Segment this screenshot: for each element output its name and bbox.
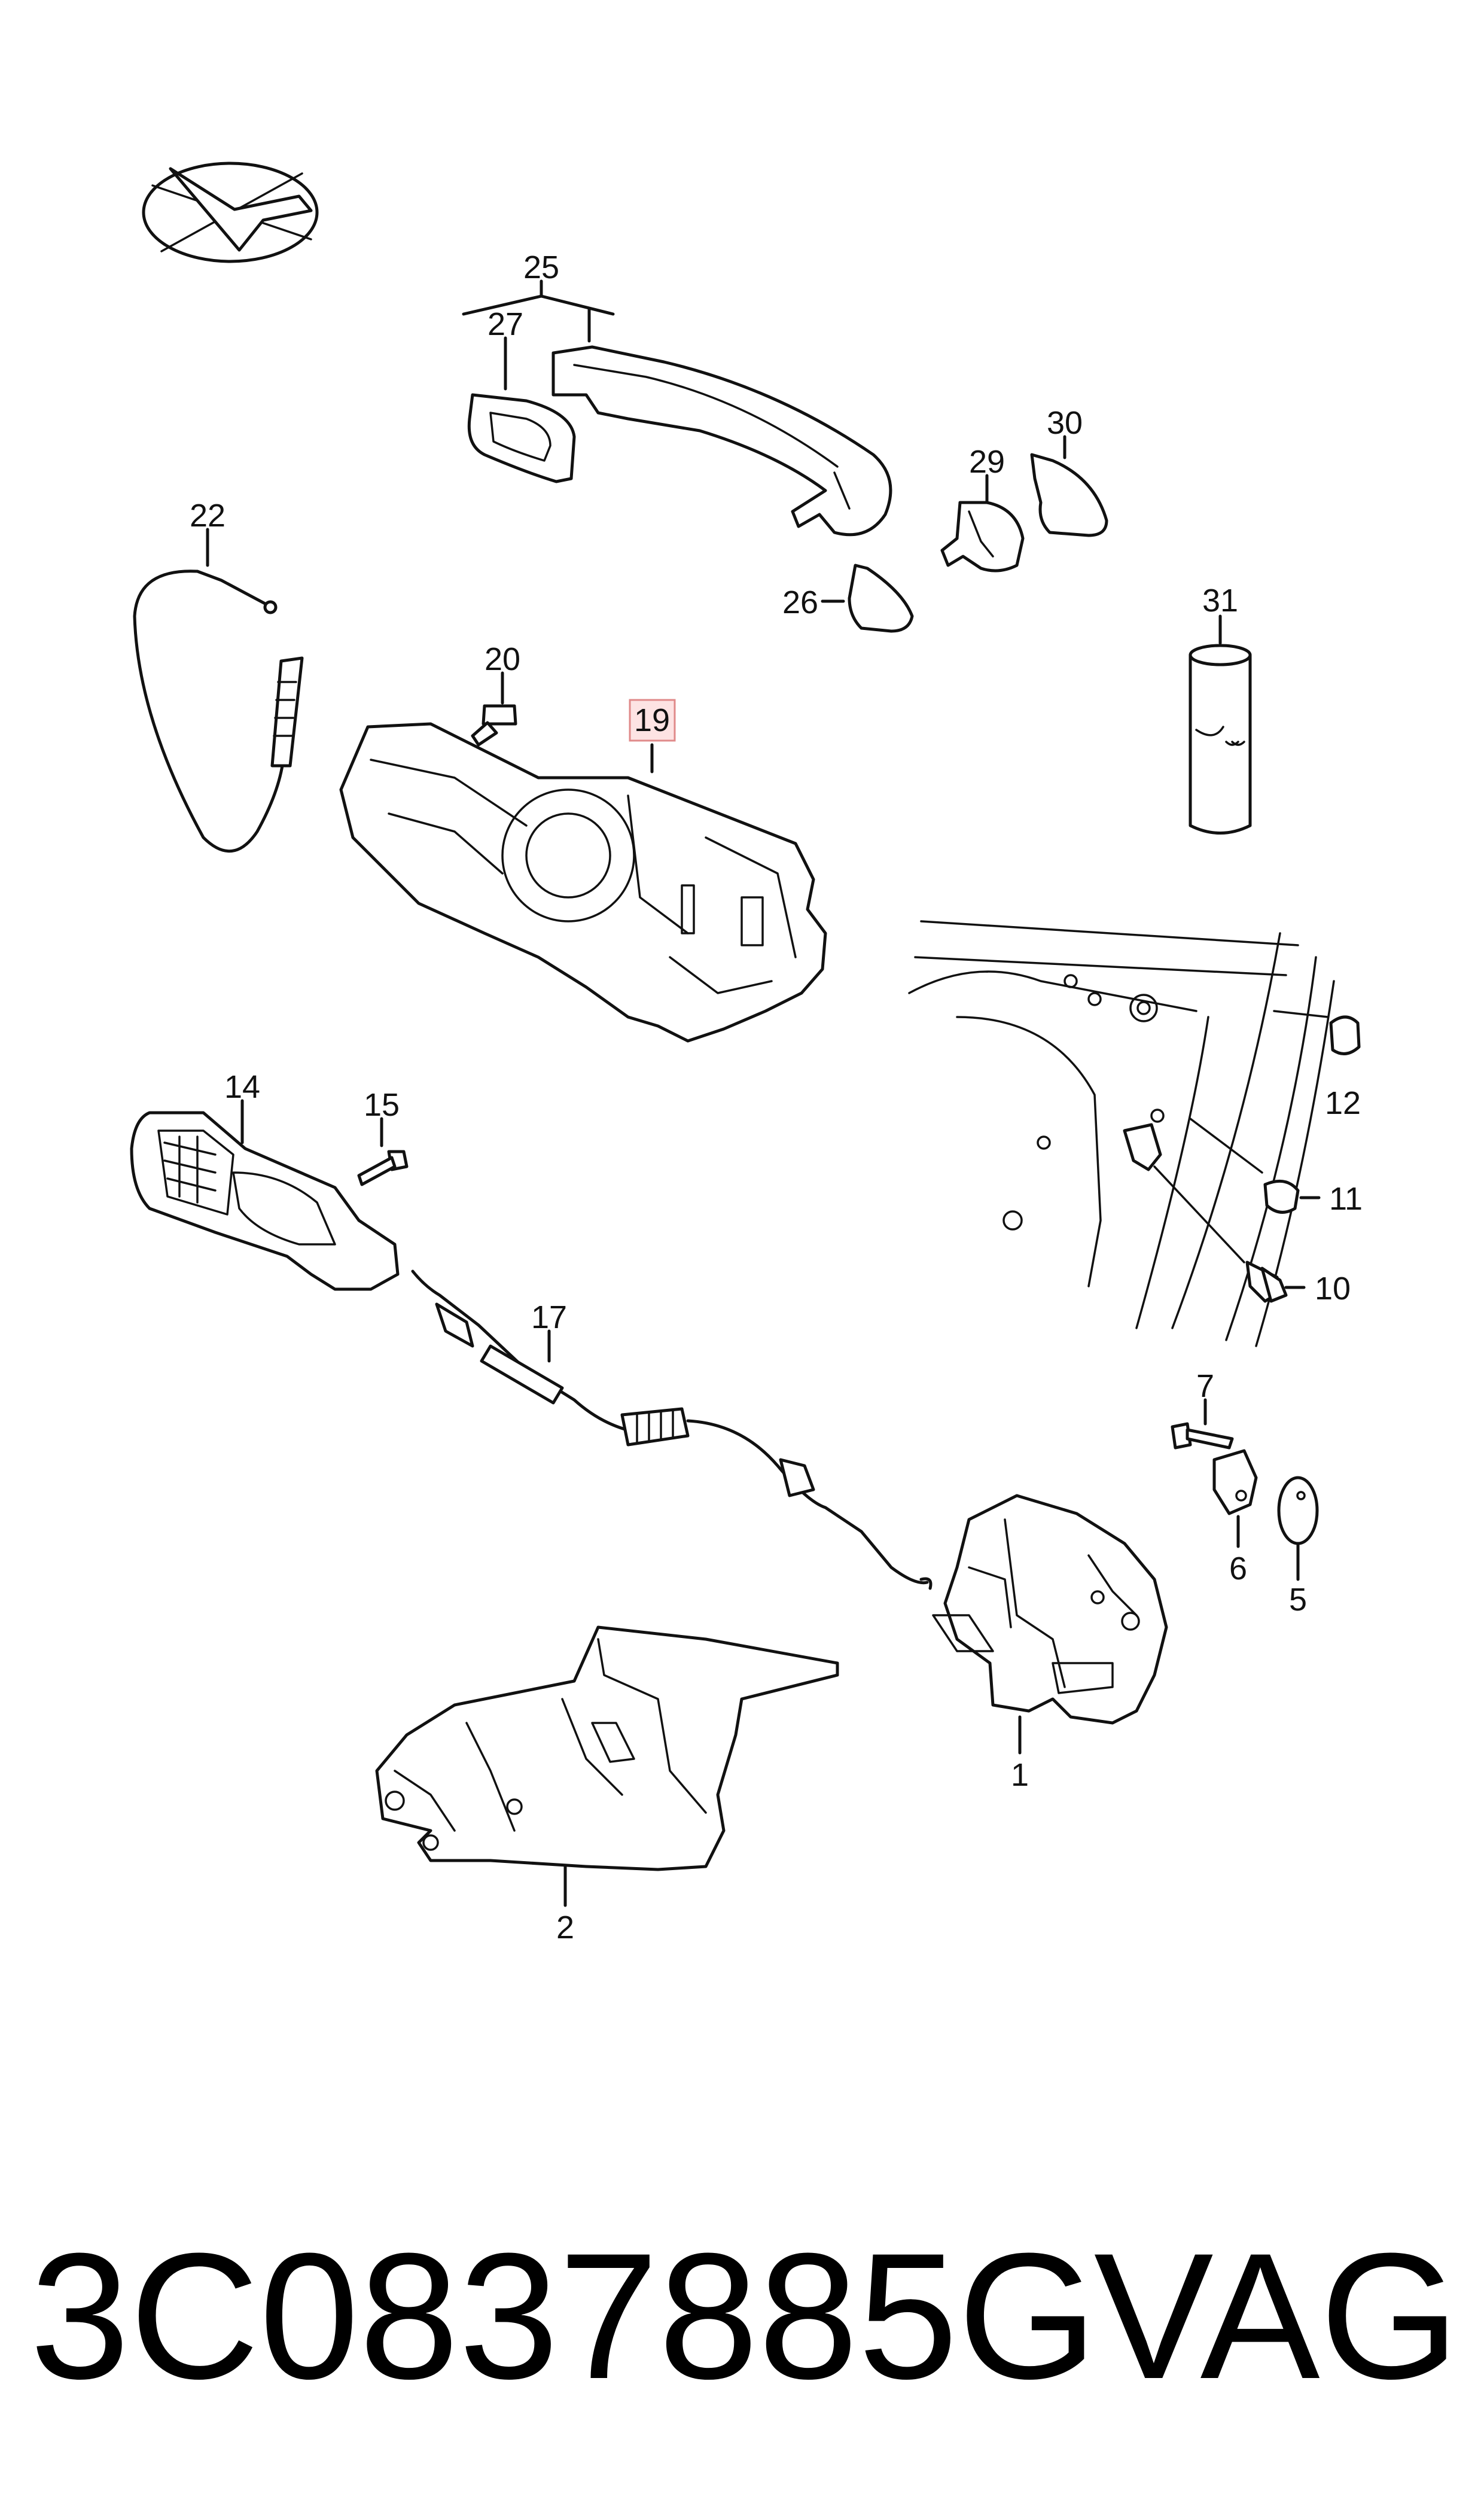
part-27-seal — [467, 336, 576, 483]
part-17-cable — [411, 1269, 933, 1590]
part-12-plug — [1329, 1015, 1361, 1055]
door-panel — [908, 920, 1335, 1347]
label-5: 5 — [1289, 1582, 1307, 1618]
label-6: 6 — [1229, 1551, 1247, 1587]
label-12: 12 — [1325, 1085, 1361, 1121]
label-10: 10 — [1315, 1271, 1351, 1307]
part-25-outer-handle — [462, 279, 892, 537]
highlight-box-19 — [629, 699, 676, 742]
part-6-bracket — [1212, 1449, 1258, 1548]
label-2: 2 — [556, 1910, 574, 1945]
label-15: 15 — [364, 1087, 400, 1123]
label-26: 26 — [782, 584, 818, 620]
label-27: 27 — [487, 306, 523, 342]
label-1: 1 — [1011, 1757, 1029, 1793]
part-number: 3C0837885G — [30, 2215, 1098, 2416]
part-31-lubricant-can — [1189, 614, 1252, 835]
part-22-cable — [133, 528, 304, 853]
callout-labels: 25 27 22 20 19 29 30 26 31 12 11 10 14 1… — [190, 249, 1363, 1945]
part-11-plug — [1263, 1179, 1321, 1214]
part-1-lock-unit — [932, 1494, 1168, 1755]
orientation-compass-icon — [142, 162, 319, 263]
part-29-cylinder-housing — [940, 474, 1025, 573]
part-5-plate — [1277, 1476, 1319, 1581]
part-15-screw — [357, 1117, 409, 1186]
part-26-seal — [821, 564, 914, 633]
label-11: 11 — [1329, 1181, 1363, 1217]
brand-name: VAG — [1094, 2215, 1459, 2416]
part-14-inner-handle — [130, 1099, 400, 1291]
part-19-handle-carrier — [339, 699, 827, 1043]
label-20: 20 — [484, 641, 520, 677]
part-20-screw — [471, 671, 517, 747]
label-14: 14 — [224, 1069, 260, 1105]
part-7-bolt — [1171, 1398, 1234, 1450]
label-7: 7 — [1196, 1368, 1214, 1404]
part-2-bracket — [375, 1625, 839, 1907]
label-31: 31 — [1202, 583, 1238, 619]
label-22: 22 — [190, 498, 226, 534]
label-19: 19 — [634, 702, 670, 738]
part-30-cap — [1030, 435, 1108, 537]
label-25: 25 — [523, 249, 559, 285]
label-29: 29 — [969, 444, 1005, 480]
label-30: 30 — [1047, 405, 1083, 441]
part-10-screw — [1245, 1260, 1306, 1303]
label-17: 17 — [531, 1299, 567, 1335]
